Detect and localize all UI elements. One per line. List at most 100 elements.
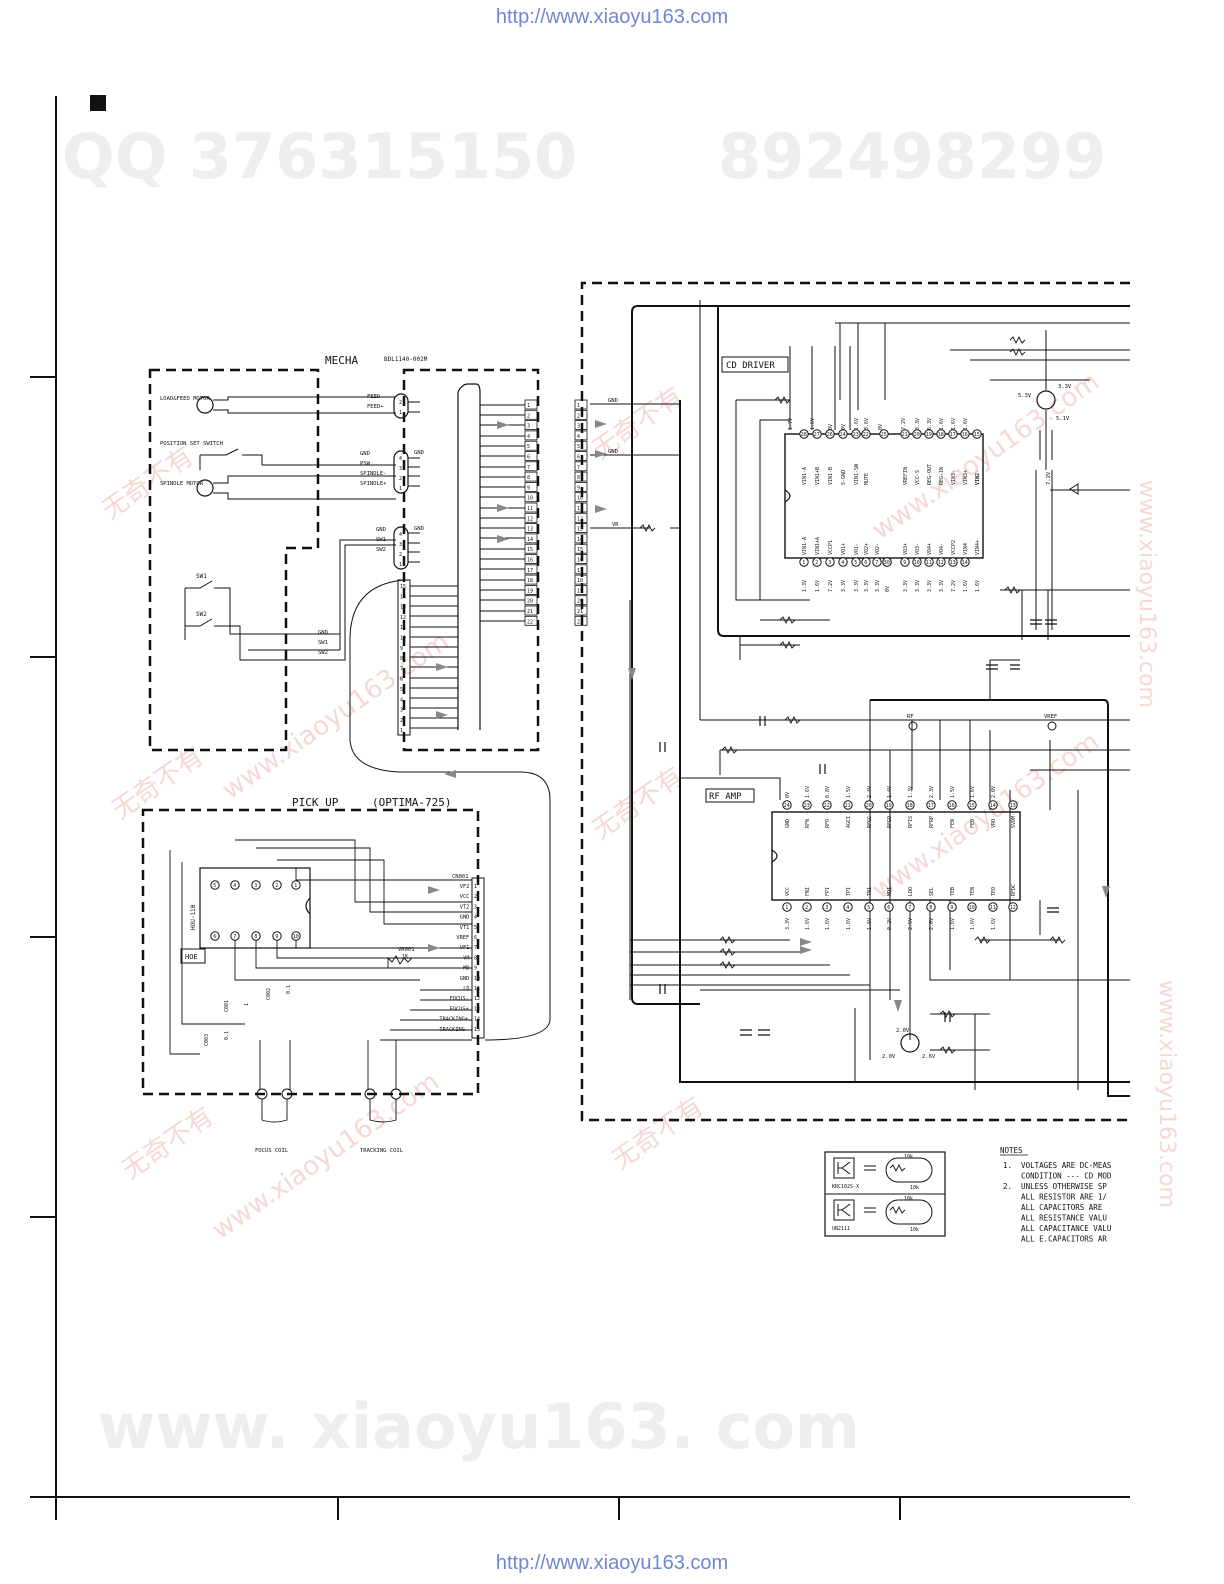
cd-driver-bottom-pin-name: VCCP1 (828, 540, 834, 555)
sw2-label: SW2 (196, 611, 207, 618)
pickup-pin-number: 5 (474, 925, 477, 931)
pickup-pin-number: 1 (474, 884, 477, 890)
rf-amp-bottom-voltage: 1.6V (970, 918, 976, 930)
rf-amp-top-voltage: 0V (785, 792, 791, 798)
rf-amp-top-voltage: 1.3V (908, 786, 914, 798)
mecha-conn3-label: GND (376, 527, 386, 533)
mecha-pin-number: 6 (400, 677, 403, 683)
rf-amp-bottom-voltage: 2.5V (908, 918, 914, 930)
sheet-frame (30, 96, 1130, 1520)
pickup-ic-top-pin: 2 (275, 883, 278, 889)
pickup-pin-label: GND (460, 976, 470, 982)
main-conn-left-pad (524, 420, 538, 431)
rf-amp-bottom-pin-pad (843, 902, 853, 912)
pickup-cap-label: C003 (204, 1034, 210, 1046)
rf-amp-bottom-pin-pad (988, 902, 998, 912)
mecha-pin-number: 1 (400, 728, 403, 734)
rf-amp-top-pin: 19 (886, 803, 892, 809)
legend-r2: 10k (910, 1227, 919, 1233)
header-url[interactable]: http://www.xiaoyu163.com (495, 6, 729, 28)
rf-amp-top-voltage: 1.5V (950, 786, 956, 798)
cd-driver-bottom-voltage: 3.3V (864, 580, 870, 592)
mecha-pin-number: 2 (400, 718, 403, 724)
cd-driver-bottom-pin: 9 (903, 560, 906, 566)
footer-url[interactable]: http://www.xiaoyu163.com (495, 1552, 729, 1574)
rf-amp-top-pin-name: RFIS (908, 816, 914, 828)
cd-driver-top-pin-name: VIN2 (975, 473, 981, 485)
rf-amp-top-pin-pad (988, 800, 998, 810)
pickup-pin-label: VT1 (460, 925, 470, 931)
cd-driver-top-pin-name: VIN3- (951, 470, 957, 485)
cd-driver-top-pin-pad (960, 429, 970, 439)
main-conn-left-pad (524, 451, 538, 461)
mecha-conn3-pin: 2 (399, 552, 402, 558)
rf-amp-top-pin: 21 (845, 803, 851, 809)
cd-driver-top-pin-name: REG-OUT (927, 464, 933, 485)
pickup-pin-number: 8 (474, 955, 477, 961)
main-conn-left-pin: 9 (527, 485, 530, 491)
mecha-pin-number: 7 (400, 666, 403, 672)
main-conn-left-pad (524, 574, 538, 585)
main-conn-left-pin: 16 (527, 558, 533, 564)
cd-driver-top-voltage: 1.7V (788, 418, 794, 430)
mecha-pin-number: 4 (400, 697, 403, 703)
notes-line: ALL E.CAPACITORS AR (1003, 1235, 1107, 1244)
rf-amp-bottom-voltage: 1.6V (825, 918, 831, 930)
cd-driver-bottom-voltage: 3.3V (875, 580, 881, 592)
pickup-pin-number: 12 (474, 996, 480, 1002)
watermark-site-small-5: www.xiaoyu163.com (1134, 480, 1159, 708)
mecha-conn1-pin: 1 (399, 410, 402, 416)
mecha-conn2-pin: 2 (399, 476, 402, 482)
mecha-conn3-label: SW1 (376, 537, 386, 543)
cd-driver-top-pin: 17 (950, 432, 956, 438)
mecha-pin-number: 11 (400, 625, 406, 631)
mecha-conn1-label: FEED- (367, 394, 384, 400)
rf-amp-top-pin-pad (782, 800, 792, 810)
cd-driver-bottom-pin-pad (799, 557, 809, 567)
watermarks: QQ 376315150 892498299 www. xiaoyu163. c… (62, 120, 1179, 1463)
cd-driver-bottom-pin-pad (924, 557, 934, 567)
pickup-pin-label: VCC (460, 894, 470, 900)
main-conn-right-pin: 22 (577, 619, 583, 625)
pickup-pin-label: MD (463, 966, 469, 972)
mecha-pin-number: 9 (400, 646, 403, 652)
notes-line: 1. VOLTAGES ARE DC-MEAS (1003, 1161, 1112, 1170)
cd-driver-bottom-pin-name: VIN4 (963, 543, 969, 555)
cd-driver-bottom-pin-name: VO4- (939, 543, 945, 555)
main-conn-right-pin: 10 (577, 496, 583, 502)
cd-driver-top-voltage: 7.2V (901, 418, 907, 430)
cd-driver-bottom-pin-name: VCCP2 (951, 540, 957, 555)
legend-part: KRC102S-X (832, 1184, 859, 1190)
cd-driver-top-pin-name: VIN1-B (828, 467, 834, 485)
mecha-conn1-labels: FEED-FEED+21 (367, 394, 402, 416)
pickup-pin-number: 13 (474, 1006, 480, 1012)
sw1-label: SW1 (196, 573, 207, 580)
position-switch-label: POSITION SET SWITCH (160, 441, 223, 447)
cd-driver-top-pin-pad (861, 429, 871, 439)
rf-amp-bottom-pin: 9 (950, 905, 953, 911)
cd-driver-bottom-pin: 5 (854, 560, 857, 566)
cd-driver-top-pin: 20 (914, 432, 920, 438)
cd-driver-top-voltage: 1.6V (810, 418, 816, 430)
cd-driver-top-voltage: 3.3V (915, 418, 921, 430)
rf-amp-bottom-pin: 10 (969, 905, 975, 911)
pickup-title: PICK UP (292, 796, 339, 809)
watermark-site-small-2: www.xiaoyu163.com (867, 727, 1105, 906)
main-conn-left-pin: 1 (527, 403, 530, 409)
cd-driver-bottom-pin-name: VIN1-A (802, 537, 808, 555)
cd-driver-bottom-pin-pad (948, 557, 958, 567)
cd-driver-top-pin-pad (924, 429, 934, 439)
pickup-pin-number: 9 (474, 966, 477, 972)
rf-amp-top-pin-pad (884, 800, 894, 810)
pickup-pin-number: 4 (474, 915, 477, 921)
main-conn-left-pad (524, 564, 538, 575)
rf-amp-bottom-pin-pad (864, 902, 874, 912)
cd-driver-bottom-pin-name: VO3+ (903, 543, 909, 555)
pickup-ic-top-pin: 1 (294, 883, 297, 889)
pickup-ic-bottom-pin-pad (272, 931, 282, 941)
pickup-ic-top-pin: 4 (233, 883, 236, 889)
main-conn-left-pin: 18 (527, 578, 533, 584)
cd-driver-top-pin-name: S-GND (841, 470, 847, 485)
notes-line: 2. UNLESS OTHERWISE SP (1003, 1182, 1107, 1191)
